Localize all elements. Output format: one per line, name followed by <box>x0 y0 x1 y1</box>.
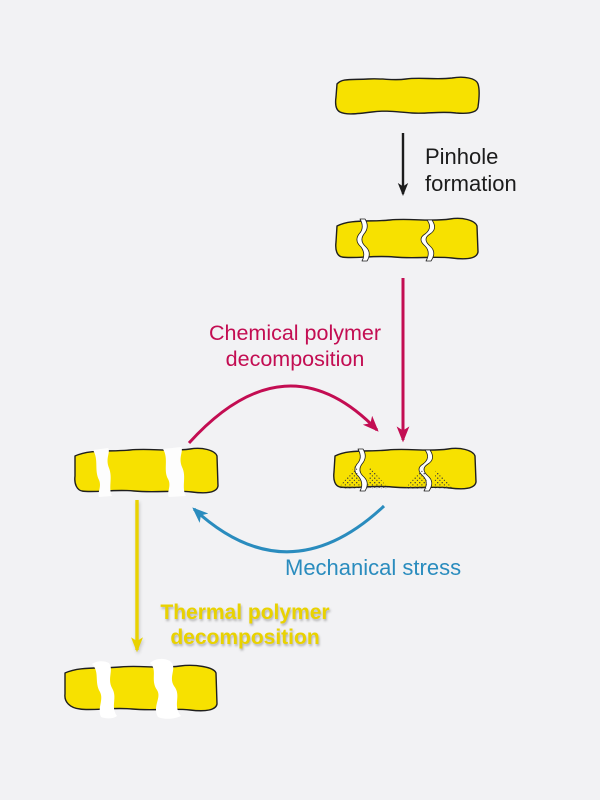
thermal-decomposition-label-line2: decomposition <box>170 626 320 649</box>
pinhole-formation-label-line2: formation <box>425 171 517 196</box>
membrane-chemically-degraded <box>333 447 477 492</box>
thermal-decomposition-label-line1: Thermal polymer <box>160 601 330 624</box>
degradation-stipple <box>405 465 428 489</box>
chemical-decomposition-label-line2: decomposition <box>225 347 365 371</box>
chemical-decomposition-label-line1: Chemical polymer <box>208 321 382 345</box>
mechanical-stress-label: Mechanical stress <box>285 555 462 580</box>
mechanical-stress-arrow <box>192 504 386 554</box>
thermal-decomposition-label: Thermal polymer decomposition <box>125 600 365 650</box>
degradation-stipple <box>367 467 389 489</box>
pinhole-formation-label: Pinhole formation <box>425 143 517 197</box>
membrane-large-holes <box>64 658 218 719</box>
degradation-stipple <box>338 465 362 489</box>
pinhole-formation-label-line1: Pinhole <box>425 144 499 169</box>
membrane-intact <box>334 76 480 115</box>
membrane-with-pinholes <box>335 217 479 262</box>
degradation-stipple <box>433 469 453 489</box>
membrane-widened-cracks <box>74 447 219 497</box>
chemical-decomposition-label: Chemical polymer decomposition <box>175 320 415 372</box>
chemical-decomposition-arrow <box>187 384 379 445</box>
